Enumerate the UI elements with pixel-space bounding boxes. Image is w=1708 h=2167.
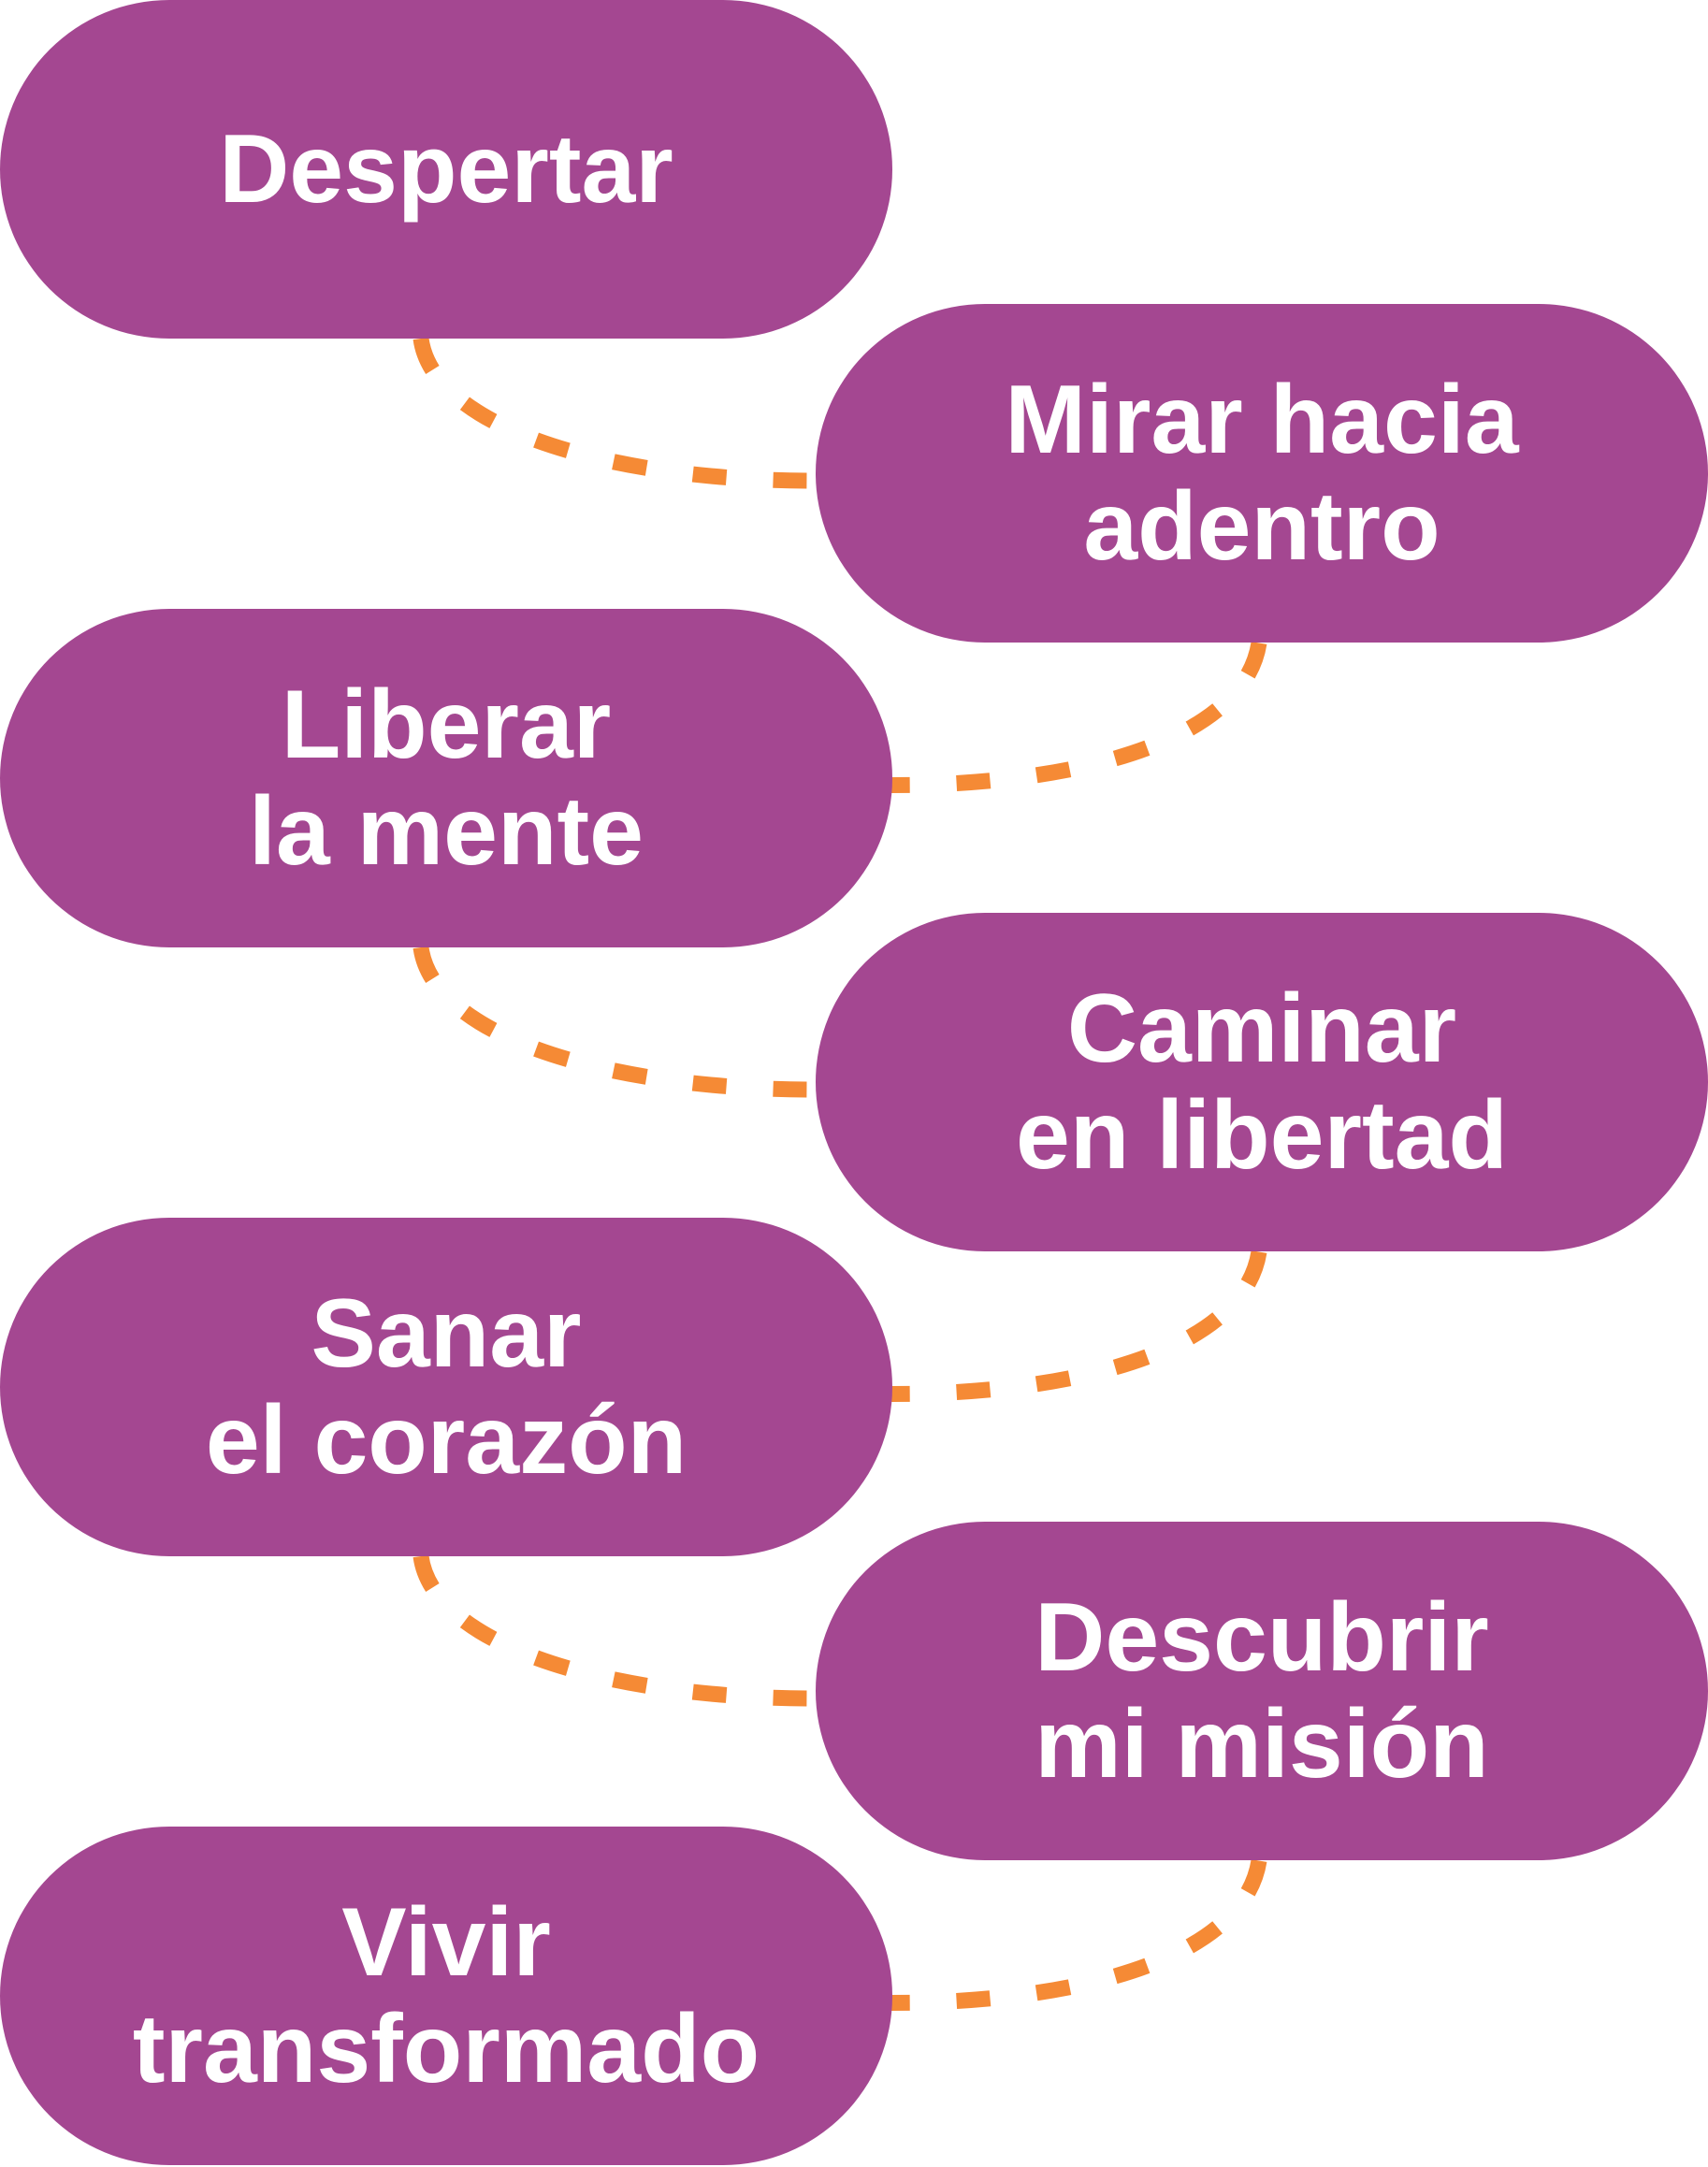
step-label: Vivir [341,1888,551,1997]
step-despertar: Despertar [0,0,892,339]
step-label: Despertar [219,115,673,224]
step-sanar-el-corazon: Sanar el corazón [0,1218,892,1556]
step-label: Liberar [281,671,612,779]
step-label: el corazón [205,1386,688,1495]
step-label: Caminar [1066,975,1457,1083]
step-label: Sanar [311,1279,582,1388]
step-label: adentro [1083,472,1440,581]
step-label: transformado [132,1995,760,2103]
dashed-connector [890,641,1267,793]
step-label: Mirar hacia [1005,366,1519,474]
step-label: en libertad [1016,1081,1508,1190]
dashed-connector [890,1858,1267,2011]
step-descubrir-mi-mision: Descubrir mi misión [816,1522,1708,1860]
step-vivir-transformado: Vivir transformado [0,1827,892,2165]
step-label: Descubrir [1035,1583,1489,1692]
dashed-connector [413,1554,817,1707]
step-label: la mente [249,777,644,886]
dashed-connector [890,1250,1267,1402]
dashed-connector [413,946,817,1098]
dashed-connector [413,337,817,489]
step-liberar-la-mente: Liberar la mente [0,609,892,947]
step-mirar-hacia-adentro: Mirar hacia adentro [816,304,1708,643]
step-label: mi misión [1035,1690,1489,1799]
step-caminar-en-libertad: Caminar en libertad [816,913,1708,1251]
